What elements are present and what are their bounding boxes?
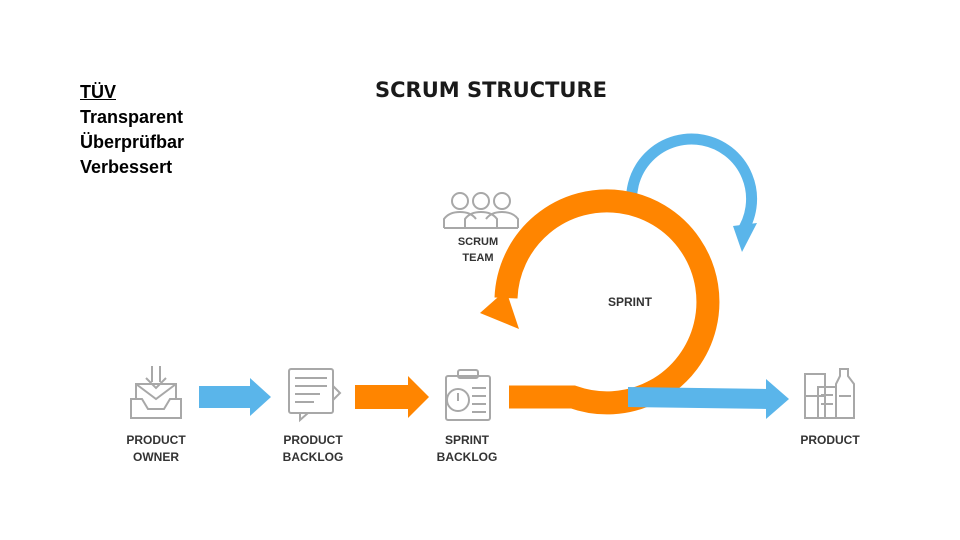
blue-loop-arrow [626, 133, 758, 252]
product-backlog-label-line1: PRODUCT [283, 433, 343, 447]
tuv-line-transparent: Transparent [80, 107, 184, 127]
tuv-line-ueberpruefbar: Überprüfbar [80, 132, 185, 152]
clipboard-icon [445, 369, 491, 421]
product-label: PRODUCT [800, 433, 860, 447]
scrum-team-label: SCRUM TEAM [440, 234, 516, 266]
products-icon [804, 368, 855, 419]
product-backlog-label-line2: BACKLOG [282, 450, 344, 464]
sprint-backlog-label-line2: BACKLOG [436, 450, 498, 464]
sprint-backlog-label-line1: SPRINT [444, 433, 489, 447]
team-icon [443, 192, 519, 229]
inbox-icon [130, 366, 182, 419]
sprint-backlog-label: SPRINT BACKLOG [427, 432, 507, 466]
tuv-note: TÜV Transparent Überprüfbar Verbessert [80, 80, 184, 180]
tuv-heading: TÜV [80, 82, 116, 102]
document-icon [288, 368, 342, 423]
page-title: SCRUM STRUCTURE [375, 78, 607, 102]
product-owner-label: PRODUCT OWNER [116, 432, 196, 466]
sprint-label: SPRINT [607, 295, 652, 309]
blue-flow-arrow-1 [199, 378, 271, 416]
product-owner-label-line2: OWNER [133, 450, 179, 464]
scrum-team-label-line2: TEAM [462, 252, 494, 264]
blue-flow-arrow-product [628, 379, 789, 419]
product-owner-label-line1: PRODUCT [126, 433, 186, 447]
product-backlog-label: PRODUCT BACKLOG [273, 432, 353, 466]
scrum-team-label-line1: SCRUM [457, 236, 499, 248]
tuv-line-verbessert: Verbessert [80, 157, 173, 177]
